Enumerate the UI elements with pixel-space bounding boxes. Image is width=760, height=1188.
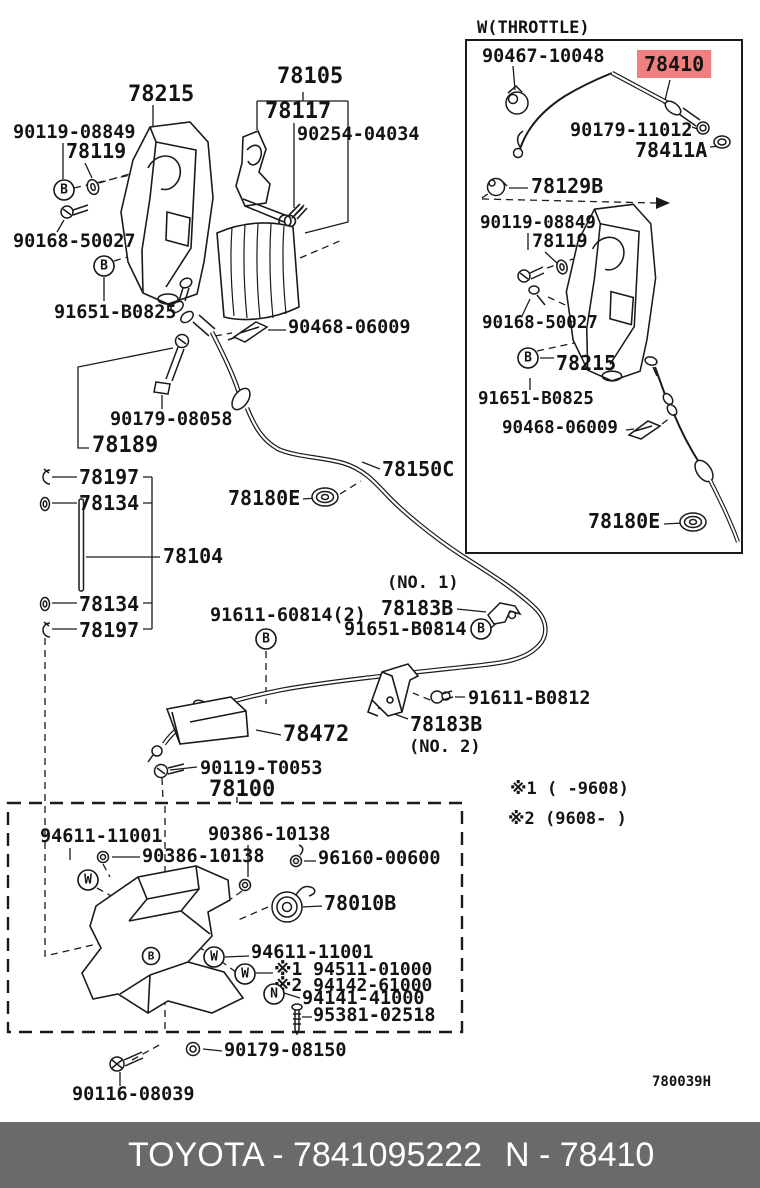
part-label-78119: 78119 <box>66 139 126 163</box>
part-label-9038610138: 90386-10138 <box>208 824 331 845</box>
footer-part-number: N - 78410 <box>505 1136 655 1174</box>
part-label-78104: 78104 <box>163 544 223 568</box>
callout-circle-W <box>77 869 99 891</box>
part-label-9046710048: 90467-10048 <box>482 46 605 67</box>
callout-circle-B <box>141 946 161 966</box>
callout-letter-B: B <box>477 622 485 637</box>
part-label-9025404034: 90254-04034 <box>297 124 420 145</box>
callout-circle-B <box>470 618 492 640</box>
pedal-pad-drawing <box>216 222 300 321</box>
part-label-78197: 78197 <box>79 618 139 642</box>
pedal-bracket-drawing <box>120 121 214 305</box>
part-label-78134: 78134 <box>79 592 139 616</box>
part-label-WTHROTTLE: W(THROTTLE) <box>477 18 590 38</box>
callout-circle-B <box>255 628 277 650</box>
part-label-19608: ※1 ( -9608) <box>510 779 629 799</box>
callout-circle-B <box>93 255 115 277</box>
part-label-9017911012: 90179-11012 <box>570 120 693 141</box>
part-label-9538102518: 95381-02518 <box>313 1005 436 1026</box>
part-label-78010B: 78010B <box>324 891 396 915</box>
part-label-78183B: 78183B <box>410 712 482 736</box>
part-label-78129B: 78129B <box>531 174 603 198</box>
part-label-NO2: (NO. 2) <box>409 737 481 757</box>
part-label-91611B0812: 91611-B0812 <box>468 688 591 709</box>
part-label-29608: ※2 (9608- ) <box>508 809 627 829</box>
pedal-arm-drawing <box>235 129 308 228</box>
part-label-9046806009: 90468-06009 <box>288 317 411 338</box>
part-label-9046806009: 90468-06009 <box>502 418 618 438</box>
part-label-78183B: 78183B <box>381 596 453 620</box>
callout-circle-N <box>263 983 285 1005</box>
part-label-90119T0053: 90119-T0053 <box>200 758 323 779</box>
parts-diagram: 7821590119-088497811990168-5002791651-B0… <box>6 18 743 1105</box>
part-label-9011908849: 90119-08849 <box>480 213 596 233</box>
callout-letter-B: B <box>262 632 270 647</box>
part-label-9011608039: 90116-08039 <box>72 1084 195 1105</box>
callout-letter-B: B <box>148 950 155 963</box>
part-label-9016850027: 90168-50027 <box>13 231 136 252</box>
part-label-9038610138: 90386-10138 <box>142 846 265 867</box>
pedal-support-drawing <box>81 865 245 1014</box>
part-label-91651B0814: 91651-B0814 <box>344 619 467 640</box>
part-label-78189: 78189 <box>92 433 158 458</box>
part-label-78180E: 78180E <box>228 486 300 510</box>
part-label-78215: 78215 <box>556 351 616 375</box>
part-label-78150C: 78150C <box>382 457 454 481</box>
part-label-9016850027: 90168-50027 <box>482 313 598 333</box>
part-label-9461111001: 94611-11001 <box>40 826 163 847</box>
callout-letter-B: B <box>524 351 532 366</box>
part-label-9017908150: 90179-08150 <box>224 1040 347 1061</box>
dashed-arrowhead <box>656 197 670 209</box>
callout-circle-W <box>234 963 256 985</box>
part-label-78119: 78119 <box>532 231 588 252</box>
part-label-19451101000: ※1 94511-01000 <box>274 959 432 980</box>
part-label-78472: 78472 <box>283 722 349 747</box>
part-label-78197: 78197 <box>79 465 139 489</box>
callout-letter-W: W <box>84 873 92 888</box>
part-label-78105: 78105 <box>277 64 343 89</box>
callout-circle-B <box>53 179 75 201</box>
part-label-78410[interactable]: 78410 <box>644 52 704 76</box>
part-label-78411A: 78411A <box>635 138 707 162</box>
part-label-91611608142: 91611-60814(2) <box>210 605 366 626</box>
part-label-9616000600: 96160-00600 <box>318 848 441 869</box>
variant-box-outline <box>465 39 743 554</box>
callout-letter-W: W <box>210 950 218 965</box>
part-label-91651B0825: 91651-B0825 <box>54 302 177 323</box>
leader-lines <box>52 65 720 1086</box>
part-label-78180E: 78180E <box>588 509 660 533</box>
cable-bracket-78183B-drawing <box>367 663 420 717</box>
callout-circle-B <box>517 347 539 369</box>
part-label-NO1: (NO. 1) <box>387 573 459 593</box>
part-label-78134: 78134 <box>79 491 139 515</box>
cable-bracket-78472-drawing <box>165 696 249 745</box>
highlight-box-78410 <box>637 50 712 78</box>
part-label-78117: 78117 <box>265 99 331 124</box>
part-label-9461111001: 94611-11001 <box>251 942 374 963</box>
part-label-78215: 78215 <box>128 82 194 107</box>
callout-letter-W: W <box>241 967 249 982</box>
part-label-9017908058: 90179-08058 <box>110 409 233 430</box>
part-label-29414261000: ※2 94142-61000 <box>274 975 432 996</box>
part-label-9011908849: 90119-08849 <box>13 122 136 143</box>
callout-circle-W <box>203 946 225 968</box>
footer-part-code: TOYOTA - 7841095222 <box>128 1136 483 1174</box>
bottom-assembly-box-outline <box>6 801 464 1034</box>
callout-letter-B: B <box>100 259 108 274</box>
callout-letter-B: B <box>60 183 68 198</box>
catalog-footer-bar: TOYOTA - 7841095222 N - 78410 <box>0 1122 760 1188</box>
part-label-780039H: 780039H <box>652 1074 711 1090</box>
part-label-91651B0825: 91651-B0825 <box>478 389 594 409</box>
callout-letter-N: N <box>270 987 278 1002</box>
part-label-9414141000: 94141-41000 <box>302 988 425 1009</box>
part-label-78100: 78100 <box>209 777 275 802</box>
